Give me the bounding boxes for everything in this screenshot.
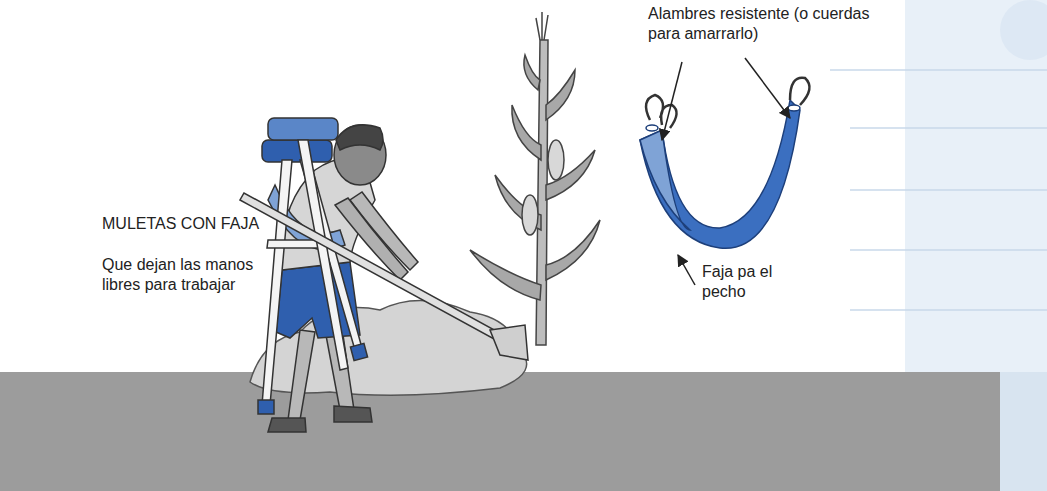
title-label: MULETAS CON FAJA: [102, 214, 302, 234]
leader-arrows: [662, 58, 790, 285]
callout-label: Faja pa el pecho: [702, 262, 787, 302]
callout-label: Alambres resistente (o cuerdas para amar…: [648, 4, 873, 44]
hoe: [240, 193, 528, 360]
sling-detail: [640, 78, 809, 249]
corn-plant: [470, 12, 600, 345]
ground: [0, 372, 1000, 491]
ground-edge: [1000, 372, 1047, 491]
crutches: [258, 140, 368, 414]
note-label: Que dejan las manos libres para trabajar: [102, 255, 267, 295]
